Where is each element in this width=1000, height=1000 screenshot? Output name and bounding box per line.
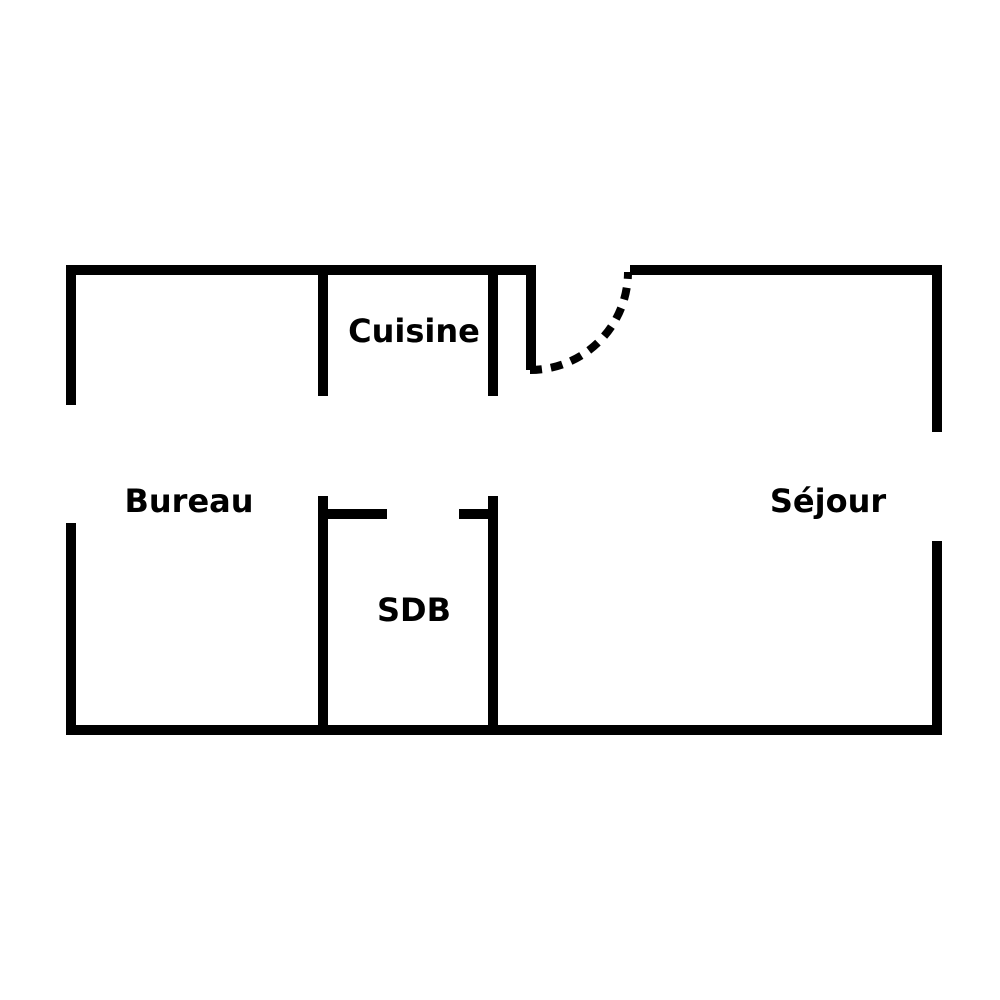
room-label-sdb: SDB (377, 591, 451, 629)
wall-top-right (630, 265, 942, 275)
room-label-cuisine: Cuisine (348, 312, 480, 350)
wall-bureau-cuisine (318, 265, 328, 396)
wall-sdb-right (488, 496, 498, 735)
wall-sdb-left (318, 496, 328, 735)
wall-bottom (66, 725, 942, 735)
room-label-sejour: Séjour (770, 482, 886, 520)
walls (66, 265, 942, 735)
wall-entry (526, 265, 536, 370)
wall-left-upper (66, 265, 76, 405)
room-label-bureau: Bureau (124, 482, 253, 520)
wall-sdb-top-right (459, 509, 488, 519)
wall-cuisine-right (488, 265, 498, 396)
wall-top-left (66, 265, 536, 275)
wall-right-lower (932, 541, 942, 735)
wall-left-lower (66, 523, 76, 735)
wall-sdb-top-left (328, 509, 387, 519)
wall-right-upper (932, 265, 942, 432)
door-swing-arc (529, 271, 632, 374)
